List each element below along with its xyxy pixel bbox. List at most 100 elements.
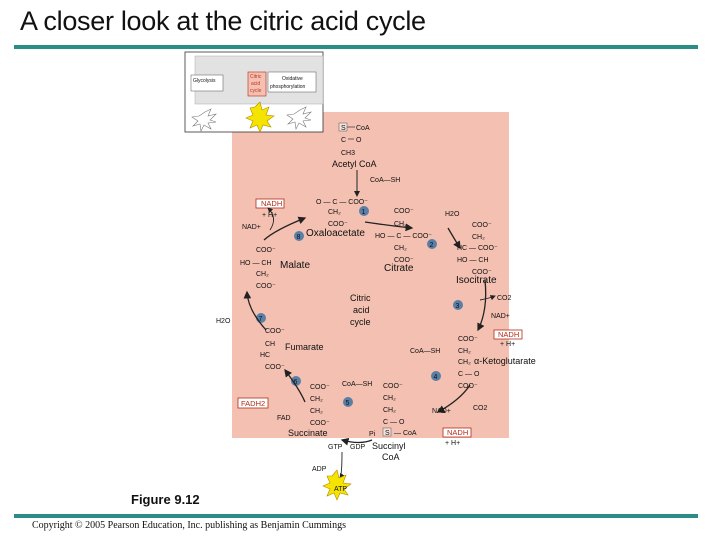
title-rule [14, 45, 698, 49]
svg-text:NADH: NADH [261, 199, 282, 208]
svg-text:NAD+: NAD+ [242, 224, 261, 231]
svg-text:COO⁻: COO⁻ [458, 383, 478, 390]
svg-text:ATP: ATP [334, 486, 347, 493]
svg-text:NADH: NADH [498, 330, 519, 339]
svg-text:COO⁻: COO⁻ [472, 269, 492, 276]
cycle-background [232, 112, 509, 438]
svg-text:CH3: CH3 [341, 150, 355, 157]
svg-text:acid: acid [251, 81, 260, 87]
step-markers: 1 2 3 4 5 6 7 8 [256, 206, 463, 407]
svg-text:HC — COO⁻: HC — COO⁻ [457, 245, 498, 252]
svg-text:CH₂: CH₂ [394, 245, 407, 252]
svg-text:COO⁻: COO⁻ [310, 420, 330, 427]
acetyl-coa-label: Acetyl CoA [332, 159, 377, 169]
succinate: COO⁻ CH₂ CH₂ COO⁻ Succinate [288, 384, 330, 438]
svg-text:4: 4 [434, 374, 438, 381]
svg-text:COO⁻: COO⁻ [383, 383, 403, 390]
svg-text:cycle: cycle [250, 88, 262, 94]
svg-text:CH₂: CH₂ [383, 395, 396, 402]
svg-text:COO⁻: COO⁻ [256, 247, 276, 254]
svg-text:ADP: ADP [312, 466, 327, 473]
isocitrate-label: Isocitrate [456, 275, 497, 286]
svg-text:COO⁻: COO⁻ [310, 384, 330, 391]
svg-text:COO⁻: COO⁻ [265, 328, 285, 335]
svg-text:HO — CH: HO — CH [240, 260, 272, 267]
oxaloacetate-label: Oxaloacetate [306, 228, 365, 239]
h2o-step2: H2O [445, 211, 460, 218]
svg-text:COO⁻: COO⁻ [472, 222, 492, 229]
svg-text:HO — CH: HO — CH [457, 257, 489, 264]
svg-text:CH₂: CH₂ [328, 209, 341, 216]
cycle-center-label: Citric acid cycle [350, 293, 371, 327]
page-title: A closer look at the citric acid cycle [20, 6, 426, 36]
succinate-label: Succinate [288, 428, 328, 438]
svg-text:CH: CH [265, 341, 275, 348]
step8-cofactors: NADH + H+ NAD+ [242, 198, 285, 231]
svg-text:S: S [385, 430, 390, 437]
svg-text:NAD+: NAD+ [432, 408, 451, 415]
malate-label: Malate [280, 260, 310, 271]
cycle-arrows [243, 216, 487, 446]
svg-text:COO⁻: COO⁻ [328, 221, 348, 228]
svg-text:CH₂: CH₂ [383, 407, 396, 414]
svg-text:NAD+: NAD+ [491, 313, 510, 320]
svg-text:S: S [341, 125, 346, 132]
svg-text:— CoA: — CoA [394, 430, 417, 437]
svg-text:CH₂: CH₂ [310, 396, 323, 403]
svg-text:5: 5 [346, 400, 350, 407]
svg-text:COO⁻: COO⁻ [394, 208, 414, 215]
svg-text:FADH2: FADH2 [241, 399, 265, 408]
svg-text:CoA—SH: CoA—SH [342, 381, 372, 388]
acetyl-coa: S CoA C O CH3 Acetyl CoA CoA—SH [332, 122, 400, 197]
svg-text:CO2: CO2 [497, 295, 512, 302]
step3-cofactors: CO2 NAD+ NADH + H+ [479, 295, 523, 348]
svg-text:GDP: GDP [350, 444, 366, 451]
isocitrate: COO⁻ CH₂ HC — COO⁻ HO — CH COO⁻ Isocitra… [456, 222, 498, 286]
svg-text:3: 3 [456, 303, 460, 310]
fumarate-label: Fumarate [285, 342, 324, 352]
svg-text:HO — C — COO⁻: HO — C — COO⁻ [375, 233, 432, 240]
svg-text:cycle: cycle [350, 317, 371, 327]
svg-text:6: 6 [294, 379, 298, 386]
svg-text:phosphorylation: phosphorylation [270, 84, 306, 90]
oxaloacetate: O — C — COO⁻ CH₂ COO⁻ Oxaloacetate [306, 199, 368, 239]
svg-text:C — O: C — O [458, 371, 480, 378]
svg-text:acid: acid [353, 305, 370, 315]
svg-text:8: 8 [297, 234, 301, 241]
overview-inset: Glycolysis Citric acid cycle Oxidative p… [184, 51, 324, 133]
footer-rule [14, 514, 698, 518]
svg-text:HC: HC [260, 352, 270, 359]
step4-cofactors: CoA—SH CO2 NAD+ NADH + H+ [410, 348, 488, 447]
svg-text:COO⁻: COO⁻ [265, 364, 285, 371]
step6-cofactors: FADH2 FAD [237, 397, 291, 422]
svg-text:COO⁻: COO⁻ [256, 283, 276, 290]
svg-text:CH₂: CH₂ [458, 348, 471, 355]
step5-cofactors: CoA—SH Pi GTP GDP ADP ATP [312, 381, 376, 501]
svg-text:Succinyl: Succinyl [372, 441, 406, 451]
svg-text:FAD: FAD [277, 415, 291, 422]
svg-text:CO2: CO2 [473, 405, 488, 412]
svg-text:C: C [341, 137, 346, 144]
svg-text:CH₂: CH₂ [310, 408, 323, 415]
figure-label: Figure 9.12 [131, 492, 200, 507]
svg-text:Citric: Citric [250, 74, 262, 80]
coa-sh-label: CoA—SH [370, 177, 400, 184]
svg-text:O: O [356, 137, 362, 144]
svg-text:CoA: CoA [356, 125, 370, 132]
svg-text:Citric: Citric [350, 293, 371, 303]
svg-text:O — C — COO⁻: O — C — COO⁻ [316, 199, 368, 206]
svg-text:Glycolysis: Glycolysis [193, 78, 216, 84]
svg-text:C — O: C — O [383, 419, 405, 426]
atp-burst [322, 469, 352, 501]
svg-text:2: 2 [430, 242, 434, 249]
svg-text:Pi: Pi [369, 431, 376, 438]
svg-text:1: 1 [362, 209, 366, 216]
svg-text:CH₂: CH₂ [256, 271, 269, 278]
svg-text:CH₂: CH₂ [394, 221, 407, 228]
fumarate: COO⁻ CH HC COO⁻ Fumarate [260, 328, 324, 371]
copyright-notice: Copyright © 2005 Pearson Education, Inc.… [32, 520, 346, 531]
svg-text:COO⁻: COO⁻ [394, 257, 414, 264]
svg-text:CoA: CoA [382, 452, 400, 462]
citrate: COO⁻ CH₂ HO — C — COO⁻ CH₂ COO⁻ Citrate [375, 208, 432, 274]
